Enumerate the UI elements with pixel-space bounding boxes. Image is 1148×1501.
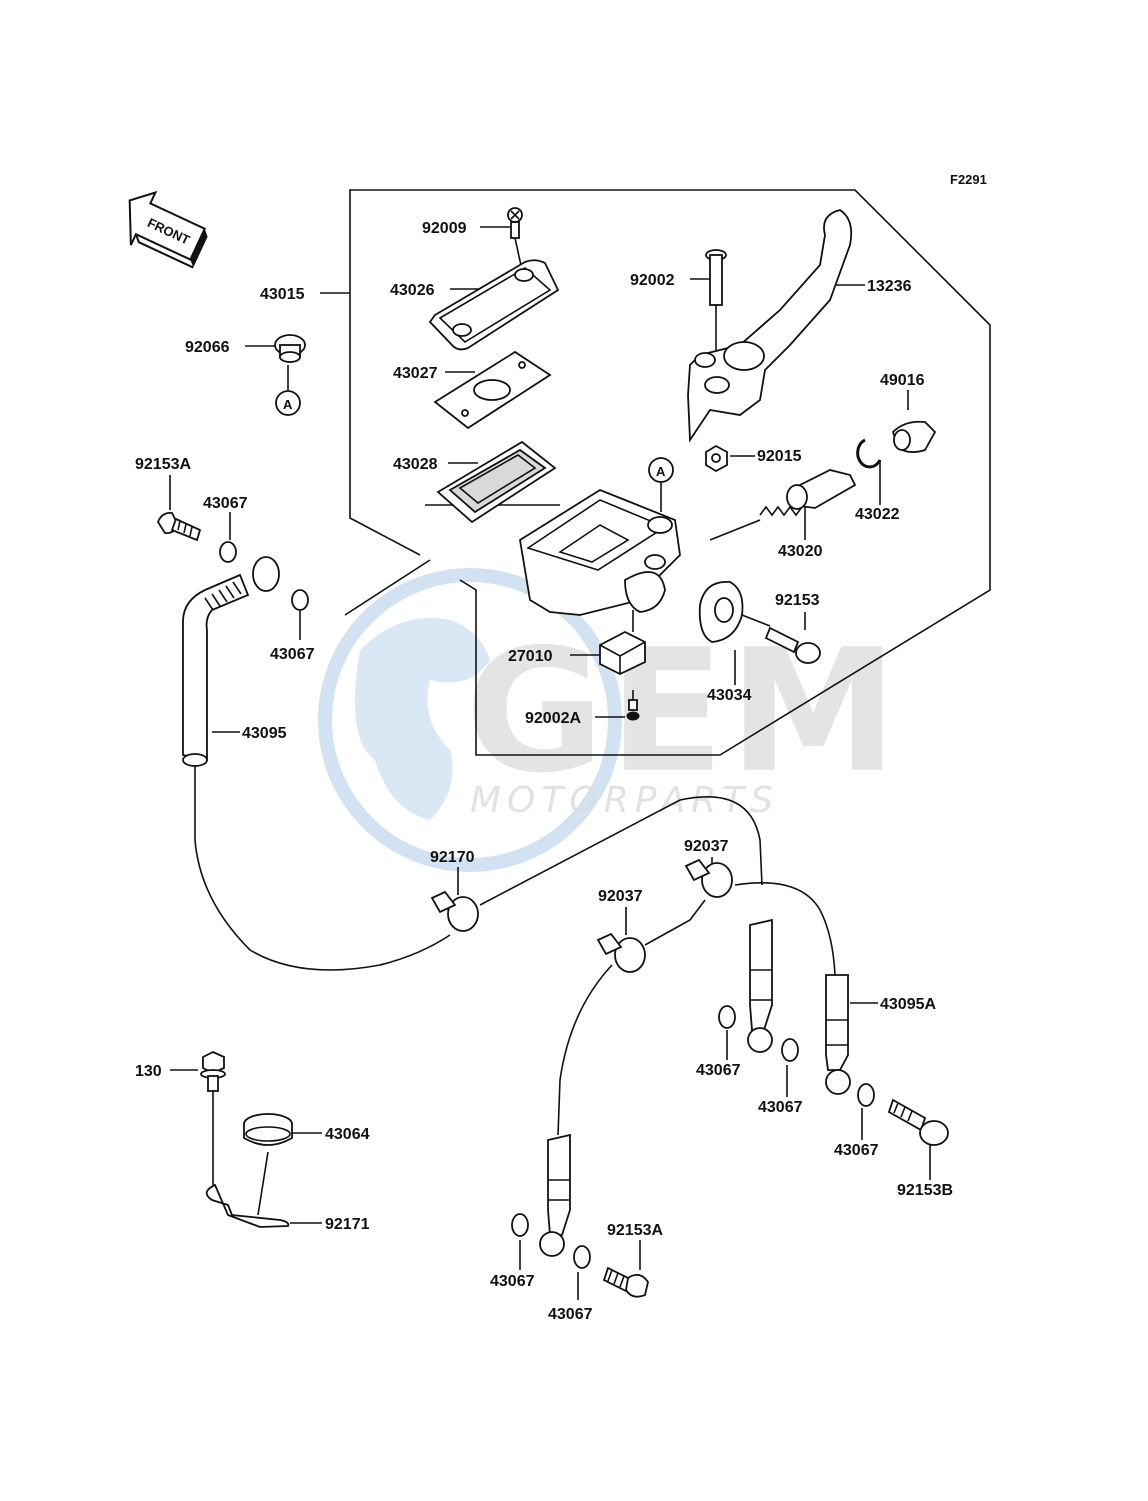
watermark: GEM MOTORPARTS xyxy=(318,568,902,872)
part-label-43015: 43015 xyxy=(260,286,305,303)
leader-lines xyxy=(169,226,931,1300)
reservoir-cap-43026-icon xyxy=(428,259,560,351)
watermark-sub: MOTORPARTS xyxy=(470,780,779,821)
brake-lever-13236-icon xyxy=(687,209,853,443)
part-label-43020: 43020 xyxy=(778,543,823,560)
part-label-43067-c: 43067 xyxy=(696,1062,741,1079)
circlip-43022-icon xyxy=(856,438,882,469)
part-label-43095: 43095 xyxy=(242,725,287,742)
banjo-bolt-92153b-icon xyxy=(887,1098,949,1146)
part-label-92037-a: 92037 xyxy=(684,838,729,855)
brake-hose-43095a-icon xyxy=(747,918,851,1095)
watermark-brand: GEM xyxy=(465,613,902,811)
hose-clamp-92037-a-icon xyxy=(684,858,733,898)
part-label-13236: 13236 xyxy=(867,278,912,295)
part-label-92009: 92009 xyxy=(422,220,467,237)
grommet-43064-icon xyxy=(243,1113,293,1216)
screw-92009-icon xyxy=(507,207,523,271)
part-label-43028: 43028 xyxy=(393,456,438,473)
hose-clamp-92037-b-icon xyxy=(596,932,646,973)
washer-43067-g-icon xyxy=(573,1245,591,1269)
brake-switch-27010-icon xyxy=(599,610,646,676)
part-label-92171: 92171 xyxy=(325,1216,370,1233)
part-label-43067-a: 43067 xyxy=(203,495,248,512)
part-label-43067-g: 43067 xyxy=(548,1306,593,1323)
part-label-43067-e: 43067 xyxy=(834,1142,879,1159)
ref-marker-a-body-label: A xyxy=(656,464,666,479)
piston-43020-icon xyxy=(759,469,857,517)
clamp-92171-icon xyxy=(205,1183,290,1228)
front-arrow-icon: FRONT xyxy=(128,190,208,269)
part-label-43026: 43026 xyxy=(390,282,435,299)
part-label-43067-b: 43067 xyxy=(270,646,315,663)
part-label-43064: 43064 xyxy=(325,1126,370,1143)
part-label-92153a-bottom: 92153A xyxy=(607,1222,663,1239)
diagram-code: F2291 xyxy=(950,172,987,187)
ref-marker-a-left-label: A xyxy=(283,397,293,412)
part-label-92153b: 92153B xyxy=(897,1182,953,1199)
watermark-globe xyxy=(318,568,622,872)
screw-92002a-icon xyxy=(626,699,640,721)
hose-clamp-92170-icon xyxy=(430,890,479,932)
part-label-92015: 92015 xyxy=(757,448,802,465)
part-label-43067-f: 43067 xyxy=(490,1273,535,1290)
clamp-holder-43034-icon xyxy=(698,581,771,643)
part-labels: 92009 43015 43026 92066 43027 43028 9200… xyxy=(135,220,953,1323)
part-label-43034: 43034 xyxy=(707,687,752,704)
part-label-43027: 43027 xyxy=(393,365,438,382)
assembly-bracket xyxy=(349,189,991,756)
washer-43067-c-icon xyxy=(718,1005,736,1029)
part-label-43095a: 43095A xyxy=(880,996,936,1013)
washer-43067-f-icon xyxy=(511,1213,529,1237)
washer-43067-e-icon xyxy=(857,1083,875,1107)
part-label-130: 130 xyxy=(135,1063,162,1080)
nut-92015-icon xyxy=(705,444,728,473)
part-label-92153: 92153 xyxy=(775,592,820,609)
diaphragm-43028-icon xyxy=(436,440,557,524)
part-label-92002: 92002 xyxy=(630,272,675,289)
part-label-49016: 49016 xyxy=(880,372,925,389)
ref-marker-a-left xyxy=(275,390,301,416)
washer-43067-d-icon xyxy=(781,1038,799,1062)
pivot-bolt-92002-icon xyxy=(705,249,727,350)
washer-43067-a-icon xyxy=(219,541,237,563)
watermark-continents xyxy=(355,618,490,820)
part-label-43022: 43022 xyxy=(855,506,900,523)
reservoir-plate-43027-icon xyxy=(433,350,552,430)
part-label-27010: 27010 xyxy=(508,648,553,665)
brake-hose-43095-icon xyxy=(182,556,763,971)
bolt-92153-icon xyxy=(764,626,821,664)
master-cylinder-body-icon xyxy=(519,488,681,616)
part-label-92066: 92066 xyxy=(185,339,230,356)
banjo-bolt-92153a-top-icon xyxy=(156,512,202,542)
part-label-92037-b: 92037 xyxy=(598,888,643,905)
part-label-92153a-top: 92153A xyxy=(135,456,191,473)
part-label-43067-d: 43067 xyxy=(758,1099,803,1116)
part-label-92170: 92170 xyxy=(430,849,475,866)
washer-43067-b-icon xyxy=(291,589,309,611)
bolt-130-icon xyxy=(200,1051,226,1185)
banjo-bolt-92153a-bottom-icon xyxy=(602,1266,649,1298)
plug-92066-icon xyxy=(274,334,306,363)
dust-boot-49016-icon xyxy=(891,420,937,453)
hose-end-bottom-icon xyxy=(539,1133,571,1257)
part-label-92002a: 92002A xyxy=(525,710,581,727)
